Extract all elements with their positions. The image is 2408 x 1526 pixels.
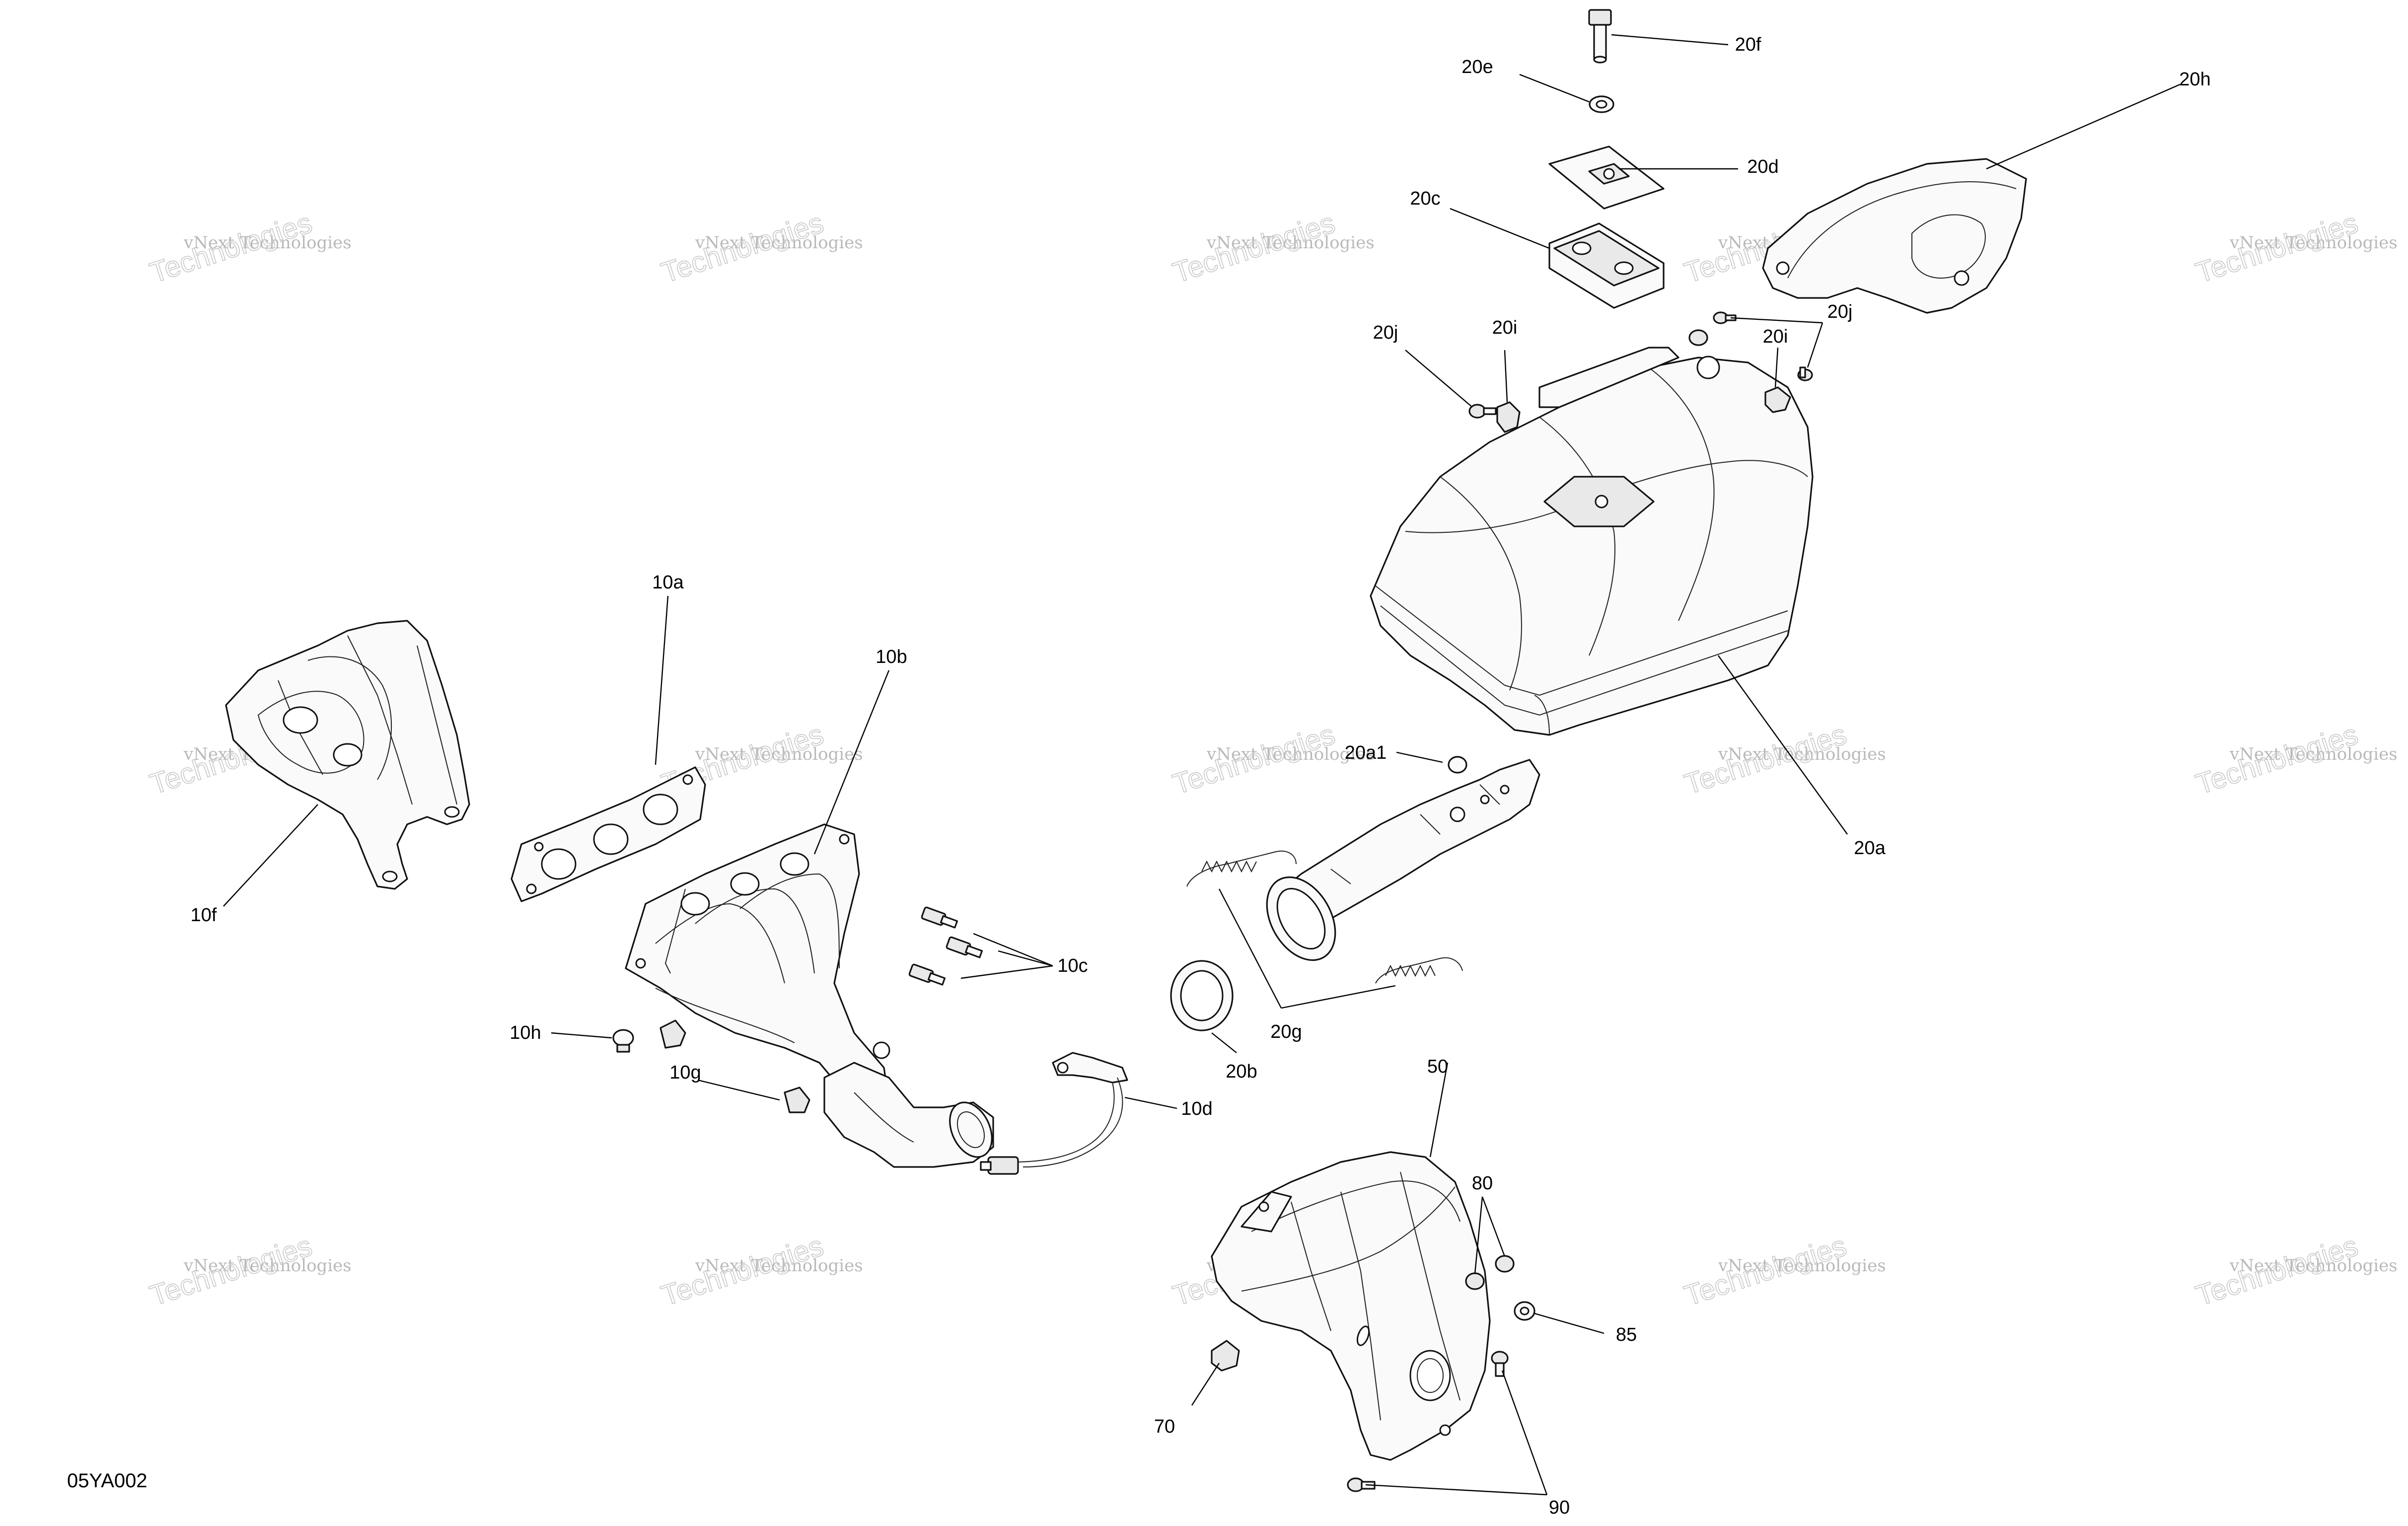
watermark: vNext Technologies Technologies [146, 206, 352, 290]
clip-70 [1211, 1340, 1240, 1372]
drawing-code: 05YA002 [67, 1470, 147, 1492]
callout-20h: 20h [2179, 69, 2210, 90]
callout-10g: 10g [669, 1062, 701, 1083]
callout-20a1: 20a1 [1345, 742, 1387, 763]
seal-ring-20b [1170, 960, 1234, 1031]
watermark-text: vNext Technologies [1718, 744, 1886, 764]
callout-90: 90 [1549, 1497, 1570, 1518]
watermark-text: vNext Technologies [2229, 744, 2398, 764]
callout-20j-right: 20j [1827, 301, 1853, 322]
cap-20a1 [1448, 756, 1467, 774]
callout-20c: 20c [1410, 188, 1440, 209]
callout-20f: 20f [1735, 34, 1761, 55]
watermark: vNext Technologies Technologies [1168, 718, 1375, 801]
studs-10c [908, 906, 983, 986]
leader-lines [223, 34, 2181, 1496]
watermark-text: vNext Technologies [1206, 233, 1375, 253]
tailpipe-shield-20h [1762, 158, 2027, 314]
watermark: vNext Technologies Technologies [1168, 206, 1375, 290]
callout-10f: 10f [191, 905, 217, 926]
callout-20j-left: 20j [1373, 322, 1398, 343]
callout-20i-right: 20i [1763, 326, 1788, 347]
watermark-layer: vNext Technologies Technologies vNext Te… [146, 206, 2398, 1312]
washer-20e [1589, 95, 1614, 113]
exhaust-manifold-10b [625, 823, 994, 1168]
manifold-gasket-10a [511, 766, 706, 902]
watermark: vNext Technologies Technologies [146, 1229, 352, 1312]
callout-10a: 10a [652, 572, 684, 593]
watermark: vNext Technologies Technologies [2191, 206, 2398, 290]
callout-20g: 20g [1270, 1021, 1302, 1042]
watermark-text: vNext Technologies [1206, 744, 1375, 764]
callout-20b: 20b [1226, 1061, 1257, 1082]
bolt-20f [1588, 9, 1612, 64]
callout-20i-left: 20i [1492, 317, 1518, 338]
callout-70: 70 [1154, 1416, 1175, 1437]
watermark-text: vNext Technologies [695, 1256, 863, 1276]
callout-10d: 10d [1181, 1098, 1212, 1119]
callout-10c: 10c [1057, 955, 1088, 976]
plate-20d [1548, 145, 1665, 210]
oxygen-sensor-10d [980, 1052, 1128, 1175]
watermark-text: vNext Technologies [695, 233, 863, 253]
watermark: vNext Technologies Technologies [657, 206, 863, 290]
callout-10h: 10h [510, 1022, 541, 1043]
heat-shield-50 [1211, 1151, 1491, 1461]
watermark-text: vNext Technologies [183, 1256, 352, 1276]
nut-20i-right [1688, 329, 1708, 346]
callout-20d: 20d [1747, 156, 1778, 177]
watermark-text: vNext Technologies [2229, 1256, 2398, 1276]
clip-20i-left [1496, 401, 1521, 433]
callout-labels: 10a 10b 10c 10d 10f 10g 10h 20a 20a1 20b… [191, 34, 2211, 1518]
watermark: vNext Technologies Technologies [1680, 718, 1886, 801]
watermark: vNext Technologies Technologies [657, 1229, 863, 1312]
watermark: vNext Technologies Technologies [1680, 1229, 1886, 1312]
watermark-text: vNext Technologies [183, 233, 352, 253]
rubber-mount-20c [1548, 222, 1665, 309]
spring-20g [1186, 850, 1463, 984]
callout-20a: 20a [1854, 838, 1886, 859]
callout-85: 85 [1616, 1324, 1637, 1345]
watermark-text: vNext Technologies [1718, 1256, 1886, 1276]
nut-85 [1514, 1301, 1535, 1321]
bolt-20j-left [1468, 404, 1497, 419]
watermark-text: vNext Technologies [695, 744, 863, 764]
nuts-80 [1465, 1255, 1515, 1290]
muffler-20a [1266, 347, 1814, 961]
callout-20e: 20e [1461, 57, 1493, 77]
heat-shield-10f [225, 620, 470, 890]
watermark-text: vNext Technologies [2229, 233, 2398, 253]
nut-10h [612, 1029, 634, 1053]
watermark: vNext Technologies Technologies [2191, 1229, 2398, 1312]
callout-80: 80 [1472, 1173, 1493, 1194]
callout-50: 50 [1427, 1056, 1448, 1077]
clip-20i-right [1764, 386, 1791, 413]
callout-10b: 10b [876, 647, 907, 667]
watermark: vNext Technologies Technologies [2191, 718, 2398, 801]
clip-10g [659, 1019, 810, 1113]
